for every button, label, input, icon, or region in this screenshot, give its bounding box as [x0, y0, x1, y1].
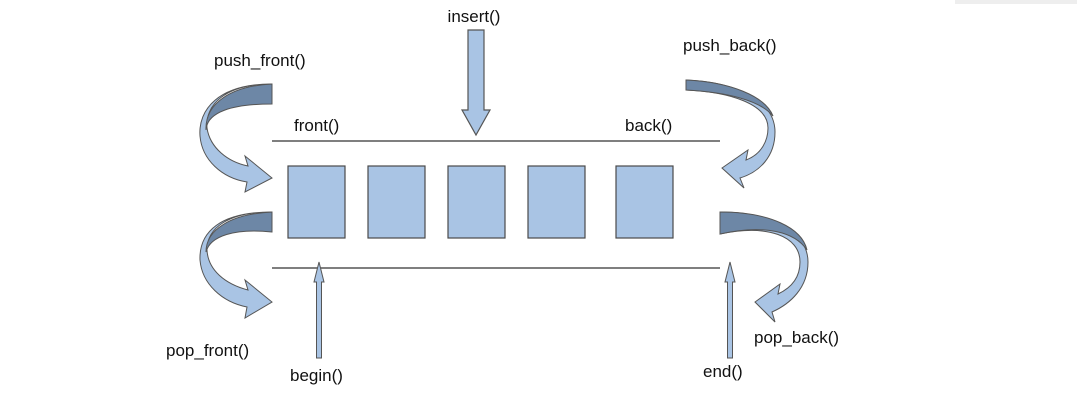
end-label: end()	[703, 362, 743, 381]
insert-label: insert()	[448, 7, 501, 26]
end-arrow	[724, 261, 736, 359]
deque-element-4	[527, 165, 586, 239]
push-front-arrow	[199, 83, 273, 193]
corner-shade	[955, 0, 1077, 4]
pop-front-label: pop_front()	[166, 341, 249, 360]
push-back-label: push_back()	[683, 36, 777, 55]
push-front-label: push_front()	[214, 51, 306, 70]
pop-back-arrow	[719, 211, 809, 323]
pop-back-label: pop_back()	[754, 328, 839, 347]
begin-label: begin()	[290, 366, 343, 385]
insert-arrow	[460, 29, 492, 137]
push-back-arrow	[685, 79, 776, 189]
deque-element-2	[367, 165, 426, 239]
front-label: front()	[294, 116, 339, 135]
deque-element-5	[615, 165, 674, 239]
deque-element-1	[287, 165, 346, 239]
deque-element-3	[447, 165, 506, 239]
deque-elements	[287, 165, 674, 239]
pop-front-arrow	[199, 211, 273, 319]
begin-arrow	[313, 261, 325, 359]
back-label: back()	[625, 116, 672, 135]
